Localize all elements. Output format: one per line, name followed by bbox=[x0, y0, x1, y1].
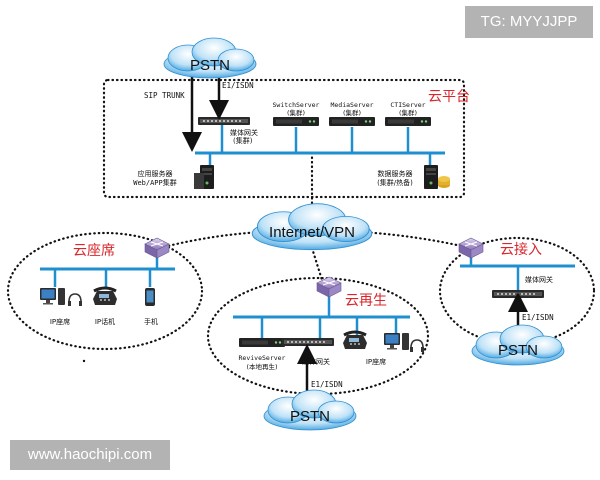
watermark-bottom: www.haochipi.com bbox=[10, 440, 170, 470]
cloud-access-title: 云接入 bbox=[500, 241, 542, 258]
seat-bus-drops bbox=[53, 257, 159, 287]
regen-gateway-label: 媒体网关 bbox=[302, 357, 330, 366]
media-gateway-cluster-device bbox=[198, 117, 250, 125]
cloud-regen-title: 云再生 bbox=[345, 293, 387, 309]
access-e1-label: E1/ISDN bbox=[522, 313, 554, 322]
media-gateway-cluster-label: 媒体网关 bbox=[230, 128, 258, 137]
revive-server-device bbox=[239, 338, 285, 347]
sip-trunk-label: SIP TRUNK bbox=[144, 91, 185, 100]
media-server-device bbox=[329, 117, 375, 126]
regen-headset-icon bbox=[409, 339, 425, 353]
media-server-sub: (集群) bbox=[343, 108, 361, 117]
data-server-sub: (集群/热备) bbox=[377, 178, 413, 187]
regen-phone-icon bbox=[341, 330, 369, 351]
data-server-device bbox=[424, 165, 450, 189]
seat-router-icon bbox=[144, 237, 170, 259]
access-gateway-device bbox=[492, 290, 544, 298]
data-server-label: 数据服务器 bbox=[378, 169, 413, 178]
media-gateway-cluster-sub: (集群) bbox=[233, 136, 253, 145]
regen-gateway-device bbox=[282, 338, 334, 346]
seat-pc-icon bbox=[40, 288, 65, 305]
media-server-label: MediaServer bbox=[330, 101, 373, 109]
app-server-label: 应用服务器 bbox=[138, 169, 173, 178]
cloud-seat-boundary bbox=[6, 231, 204, 351]
cloud-platform-title: 云平台 bbox=[428, 89, 470, 105]
cti-server-label: CTIServer bbox=[390, 101, 425, 109]
stray-dot bbox=[82, 359, 86, 363]
regen-e1-label: E1/ISDN bbox=[311, 380, 343, 389]
ip-phone-icon bbox=[91, 286, 119, 307]
mobile-phone-icon bbox=[145, 288, 155, 306]
switch-server-label: SwitchServer bbox=[273, 101, 320, 109]
regen-bus-drops bbox=[260, 296, 398, 338]
access-gateway-label: 媒体网关 bbox=[525, 275, 553, 284]
cloud-platform-boundary bbox=[102, 78, 466, 199]
switch-server-sub: (集群) bbox=[287, 108, 305, 117]
watermark-top: TG: MYYJJPP bbox=[465, 6, 593, 38]
seat-headset-icon bbox=[67, 293, 83, 307]
app-server-device bbox=[194, 165, 214, 189]
ip-seat-label: IP座席 bbox=[50, 317, 70, 326]
revive-server-label: ReviveServer bbox=[239, 354, 286, 362]
switch-server-device bbox=[273, 117, 319, 126]
cti-server-sub: (集群) bbox=[399, 108, 417, 117]
cti-server-device bbox=[385, 117, 431, 126]
pstn-right-label: PSTN bbox=[498, 342, 538, 359]
pstn-top-label: PSTN bbox=[190, 57, 230, 74]
revive-server-sub: (本地再生) bbox=[246, 362, 277, 371]
access-bus-drops bbox=[469, 256, 520, 290]
cloud-seat-title: 云座席 bbox=[73, 243, 115, 259]
regen-router-icon bbox=[316, 276, 342, 298]
access-router-icon bbox=[458, 237, 484, 259]
regen-ip-seat-label: IP座席 bbox=[366, 357, 386, 366]
ip-phone-label: IP话机 bbox=[95, 317, 115, 326]
regen-pc-icon bbox=[384, 333, 409, 350]
internet-vpn-label: Internet/VPN bbox=[269, 224, 355, 241]
app-server-sub: Web/APP集群 bbox=[133, 178, 177, 187]
e1-isdn-top-label: E1/ISDN bbox=[222, 81, 254, 90]
pstn-bottom-label: PSTN bbox=[290, 408, 330, 425]
mobile-label: 手机 bbox=[144, 317, 158, 326]
